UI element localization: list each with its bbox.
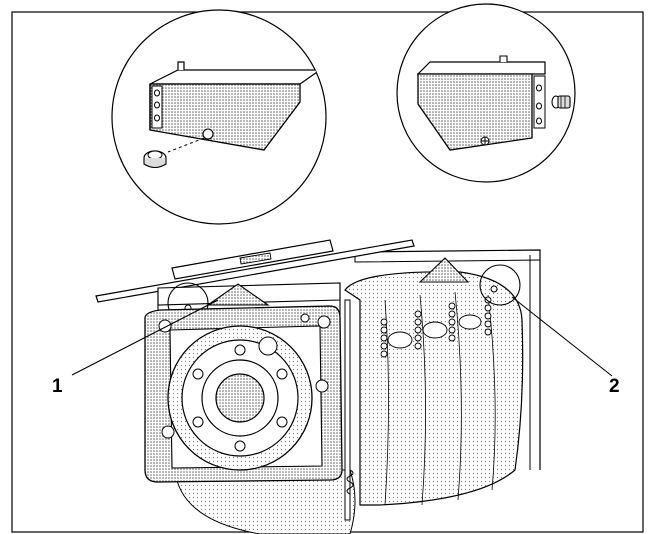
leader-line-2: [511, 296, 613, 377]
bolt-icon: [551, 95, 571, 109]
leader-line-1: [71, 299, 219, 376]
detail-view-right: [396, 3, 576, 183]
detail-view-left: [111, 9, 327, 225]
callout-label-1: 1: [52, 376, 63, 397]
callout-label-2: 2: [609, 376, 620, 397]
clip-chain: [380, 296, 492, 358]
burner-assembly: [95, 239, 541, 534]
detail-marker-right: [479, 264, 521, 306]
nut-icon: [143, 150, 167, 169]
